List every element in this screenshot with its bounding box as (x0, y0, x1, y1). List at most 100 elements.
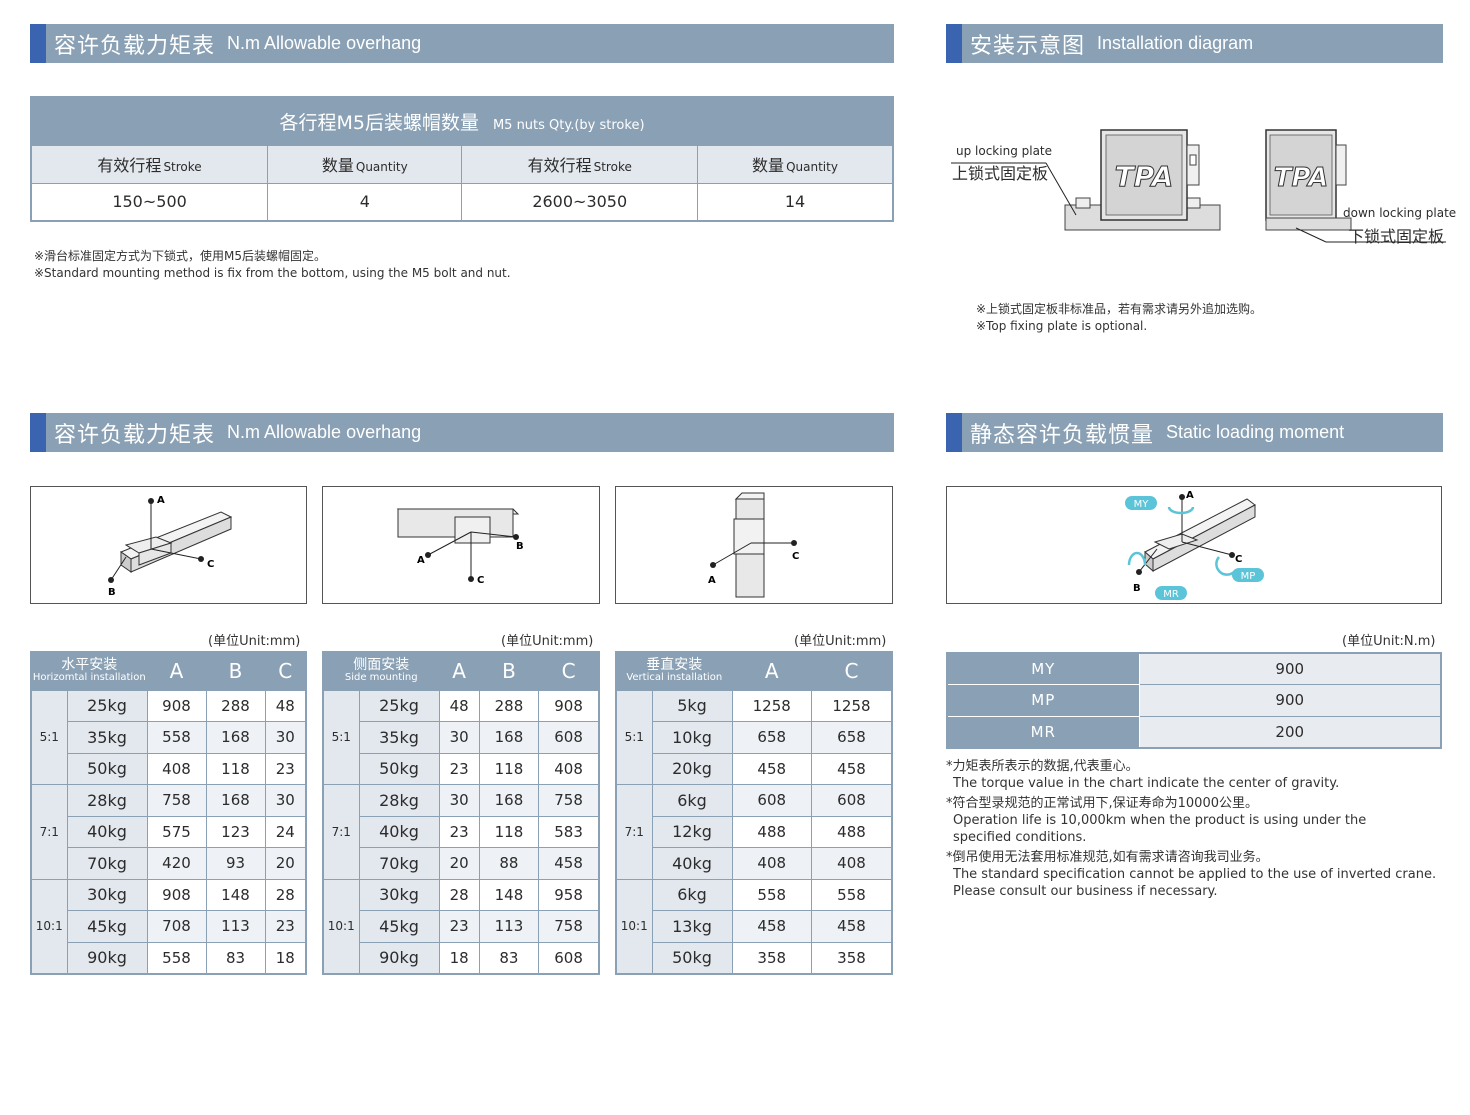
value-cell: 458 (810, 752, 893, 785)
value-cell: 48 (264, 689, 307, 722)
nuts-title-cn: 各行程M5后装螺帽数量 (279, 111, 479, 134)
value-cell: 420 (146, 847, 207, 880)
value-cell: 408 (538, 752, 600, 785)
svg-text:MR: MR (1163, 589, 1179, 600)
value-cell: 30 (264, 784, 307, 817)
value-cell: 20 (438, 847, 480, 880)
value-cell: 93 (205, 847, 266, 880)
general-notes: *力矩表所表示的数据,代表重心。 The torque value in the… (946, 758, 1436, 900)
load-weight-cell: 40kg (66, 815, 148, 848)
my-rotation-arrow (1167, 506, 1195, 515)
value-cell: 168 (205, 784, 266, 817)
column-header: A (731, 651, 812, 691)
value-cell: 408 (146, 752, 207, 785)
load-weight-cell: 25kg (66, 689, 148, 722)
section-header-static: 静态容许负载惯量 Static loading moment (946, 413, 1443, 452)
section-title-cn: 安装示意图 (970, 33, 1086, 59)
moment-key: MY (946, 652, 1140, 685)
value-cell: 30 (438, 784, 480, 817)
value-cell: 608 (810, 784, 893, 817)
value-cell: 708 (146, 910, 207, 943)
section-header-overhang-bottom: 容许负载力矩表 N.m Allowable overhang (30, 413, 894, 452)
load-weight-cell: 70kg (66, 847, 148, 880)
svg-text:A: A (157, 495, 165, 506)
value-cell: 28 (264, 878, 307, 911)
section-title-cn: 容许负载力矩表 (54, 33, 216, 59)
value-cell: 30 (264, 721, 307, 754)
column-header: C (538, 651, 600, 691)
value-cell: 148 (205, 878, 266, 911)
value-cell: 608 (731, 784, 812, 817)
table-cell: 14 (696, 182, 894, 222)
load-weight-cell: 90kg (66, 941, 148, 974)
value-cell: 958 (538, 878, 600, 911)
load-weight-cell: 6kg (651, 878, 733, 911)
header-accent (30, 24, 46, 63)
value-cell: 458 (731, 910, 812, 943)
svg-text:C: C (207, 559, 214, 570)
ratio-cell: 10:1 (615, 878, 653, 974)
load-weight-cell: 50kg (66, 752, 148, 785)
svg-text:A: A (1186, 490, 1194, 501)
load-weight-cell: 10kg (651, 721, 733, 754)
mp-badge (1232, 568, 1264, 582)
section-title-en: N.m Allowable overhang (227, 422, 422, 442)
moment-key: MP (946, 684, 1140, 717)
install-note-cn: ※上锁式固定板非标准品，若有需求请另外追加选购。 (976, 302, 1263, 316)
header-accent (30, 413, 46, 452)
load-weight-cell: 30kg (358, 878, 440, 911)
value-cell: 23 (438, 752, 480, 785)
svg-text:C: C (477, 575, 484, 586)
ratio-cell: 5:1 (30, 689, 68, 785)
note-cn: *符合型录规范的正常试用下,保证寿命为10000公里。 (946, 796, 1258, 811)
value-cell: 23 (438, 815, 480, 848)
load-weight-cell: 50kg (651, 941, 733, 974)
section-title-en: N.m Allowable overhang (227, 33, 422, 53)
svg-text:A: A (708, 575, 716, 586)
up-locking-label-en: up locking plate (956, 144, 1053, 158)
value-cell: 658 (810, 721, 893, 754)
value-cell: 168 (478, 784, 540, 817)
section-header-overhang-top: 容许负载力矩表 N.m Allowable overhang (30, 24, 894, 63)
note-en: The standard specification cannot be app… (953, 867, 1437, 882)
value-cell: 18 (264, 941, 307, 974)
value-cell: 28 (438, 878, 480, 911)
ratio-cell: 5:1 (322, 689, 360, 785)
value-cell: 608 (538, 941, 600, 974)
horizontal-axis-diagram: A C B (30, 486, 307, 604)
value-cell: 168 (478, 721, 540, 754)
my-badge (1125, 496, 1157, 510)
value-cell: 408 (731, 847, 812, 880)
ratio-cell: 7:1 (30, 784, 68, 880)
tpa-logo: TPA (1274, 163, 1329, 193)
load-weight-cell: 6kg (651, 784, 733, 817)
moment-key: MR (946, 715, 1140, 748)
value-cell: 758 (538, 910, 600, 943)
value-cell: 23 (438, 910, 480, 943)
ratio-cell: 10:1 (322, 878, 360, 974)
load-weight-cell: 45kg (66, 910, 148, 943)
note-en: Operation life is 10,000km when the prod… (953, 813, 1367, 828)
mount-note-cn: ※滑台标准固定方式为下锁式，使用M5后装螺帽固定。 (34, 249, 327, 263)
table-cell: 4 (267, 182, 463, 222)
value-cell: 758 (146, 784, 207, 817)
moment-value: 900 (1138, 684, 1442, 717)
